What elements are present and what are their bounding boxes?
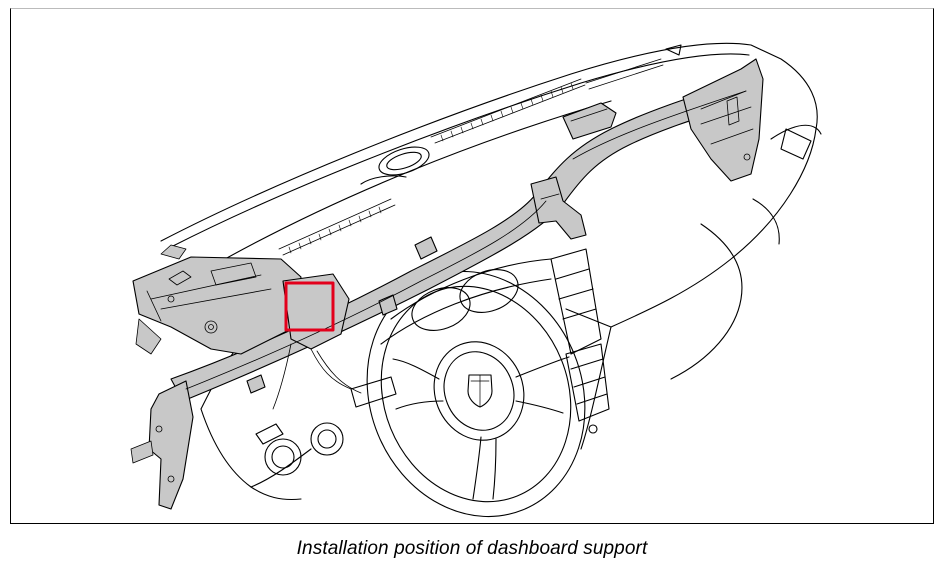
center-console: [550, 248, 610, 434]
beam-details: [130, 90, 754, 483]
lower-left-controls: [255, 376, 397, 476]
porsche-crest-icon: [467, 374, 493, 408]
dashboard-support-illustration: [130, 42, 822, 518]
highlight-box: [284, 281, 335, 332]
instrument-cluster: [380, 258, 552, 345]
wiring: [272, 343, 362, 410]
defroster-vents: [278, 58, 664, 256]
vent-ticks: [288, 82, 574, 254]
center-dash-vents: [360, 44, 682, 185]
figure-caption: Installation position of dashboard suppo…: [296, 538, 648, 559]
dashboard-support-beam: [132, 58, 764, 510]
illustration-frame: [10, 8, 934, 524]
